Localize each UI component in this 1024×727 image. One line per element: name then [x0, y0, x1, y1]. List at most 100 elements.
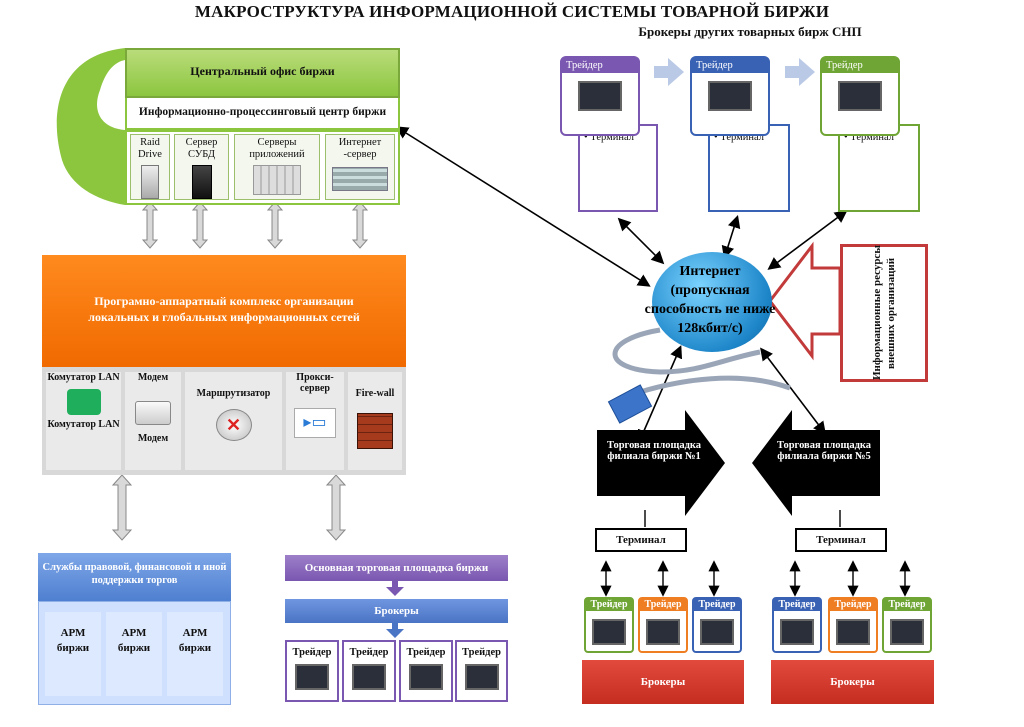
other-broker-trader: Трейдер — [820, 56, 900, 136]
floor-flow-1 — [386, 581, 404, 596]
device-bottom-label: Модем — [137, 433, 169, 444]
terminal-label: • Терминал — [708, 124, 790, 212]
arm-workstation: АРМ биржи — [45, 612, 101, 696]
central-office-title: Центральный офис биржи — [190, 64, 335, 78]
usb-switch-icon — [66, 389, 101, 415]
terminal-label: • Терминал — [838, 124, 920, 212]
trader-label: Трейдер — [640, 599, 686, 611]
main-floor-trader: Трейдер — [285, 640, 339, 702]
other-brokers-title: Брокеры других товарных бирж СНП — [638, 24, 862, 39]
trader-label: Трейдер — [692, 58, 768, 73]
branch1-trader: Трейдер — [584, 597, 634, 653]
server-dbms: Сервер СУБД — [174, 134, 229, 200]
computer-icon — [838, 81, 882, 111]
main-floor-trader: Трейдер — [342, 640, 396, 702]
computer-icon — [578, 81, 622, 111]
arm-workstation: АРМ биржи — [167, 612, 223, 696]
globe-icon — [652, 252, 772, 352]
office-swoosh — [56, 48, 125, 205]
processing-center: Информационно-процессинговый центр биржи — [125, 98, 400, 130]
other-broker-terminal: • Терминал — [578, 124, 658, 212]
computer-icon — [352, 664, 386, 690]
network-complex-label: Програмно-аппаратный комплекс организаци… — [88, 294, 360, 324]
server-blade-icon — [332, 167, 388, 191]
trader-label: Трейдер — [462, 647, 501, 658]
server-internet: Интернет -сервер — [325, 134, 395, 200]
branch1-label: Торговая площадка филиала биржи №1 — [606, 440, 702, 462]
branch5-trader: Трейдер — [882, 597, 932, 653]
link-internet-broker3 — [767, 210, 848, 270]
info-resources-label: Информационные ресурсы внешних организац… — [871, 245, 897, 381]
network-complex: Програмно-аппаратный комплекс организаци… — [42, 255, 406, 367]
device-label: Fire-wall — [355, 388, 395, 399]
device-bottom-label: Комутатор LAN — [47, 419, 120, 430]
trader-label: Трейдер — [774, 599, 820, 611]
link-internet-branch5 — [760, 347, 826, 435]
computer-icon — [700, 619, 734, 645]
office-link-2 — [191, 201, 209, 249]
computer-icon — [646, 619, 680, 645]
office-link-4 — [351, 201, 369, 249]
services-link — [111, 474, 133, 541]
main-floor-trader: Трейдер — [455, 640, 508, 702]
arm-workstation: АРМ биржи — [106, 612, 162, 696]
trader-label: Трейдер — [694, 599, 740, 611]
device-modem: Модем Модем — [125, 372, 181, 470]
link-internet-broker2 — [721, 214, 741, 260]
floor-link — [325, 474, 347, 541]
other-broker-terminal: • Терминал — [708, 124, 790, 212]
broker-flow-1 — [654, 58, 684, 86]
device-router: Маршрутизатор ✕ — [185, 372, 282, 470]
office-link-3 — [266, 201, 284, 249]
branch1-trader: Трейдер — [692, 597, 742, 653]
branch5-brokers: Брокеры — [771, 660, 934, 704]
server-rack-icon — [253, 165, 301, 195]
main-floor-brokers: Брокеры — [285, 599, 508, 623]
computer-icon — [890, 619, 924, 645]
support-services-header: Службы правовой, финансовой и иной подде… — [38, 553, 231, 601]
office-link-1 — [141, 201, 159, 249]
info-resources-arrow — [768, 241, 842, 361]
other-broker-trader: Трейдер — [690, 56, 770, 136]
computer-icon — [780, 619, 814, 645]
trader-label: Трейдер — [884, 599, 930, 611]
network-cable-2 — [639, 375, 791, 395]
main-floor-header: Основная торговая площадка биржи — [285, 555, 508, 581]
broker-flow-2 — [785, 58, 815, 86]
link-internet-branch1 — [637, 345, 683, 443]
server-apps: Серверы приложений — [234, 134, 320, 200]
network-cable — [612, 327, 761, 375]
branch5-label: Торговая площадка филиала биржи №5 — [776, 440, 872, 462]
server-label: Сервер СУБД — [185, 137, 218, 160]
trader-label: Трейдер — [830, 599, 876, 611]
trader-label: Трейдер — [586, 599, 632, 611]
server-label: Raid Drive — [138, 137, 162, 160]
link-internet-office — [395, 126, 651, 287]
server-label: Серверы приложений — [249, 137, 305, 160]
device-proxy: Прокси-сервер ▸▭ — [286, 372, 344, 470]
device-firewall: Fire-wall — [348, 372, 402, 470]
branch1-trader: Трейдер — [638, 597, 688, 653]
other-broker-trader: Трейдер — [560, 56, 640, 136]
info-resources-box — [840, 244, 928, 382]
computer-icon — [592, 619, 626, 645]
trader-label: Трейдер — [349, 647, 389, 658]
device-label: Маршрутизатор — [196, 388, 271, 399]
trader-label: Трейдер — [292, 647, 332, 658]
computer-icon — [836, 619, 870, 645]
branch1-arrow — [597, 410, 725, 516]
modem-icon — [135, 401, 171, 425]
trader-label: Трейдер — [822, 58, 898, 73]
diagram-title: МАКРОСТРУКТУРА ИНФОРМАЦИОННОЙ СИСТЕМЫ ТО… — [194, 2, 830, 21]
main-floor-trader: Трейдер — [399, 640, 453, 702]
router-icon: ✕ — [215, 409, 252, 441]
branch5-terminal: Терминал — [795, 528, 887, 552]
branch1-terminal: Терминал — [595, 528, 687, 552]
raid-drive-icon — [141, 165, 159, 199]
computer-icon — [464, 664, 499, 690]
computer-icon — [295, 664, 329, 690]
floor-flow-2 — [386, 623, 404, 638]
computer-icon — [708, 81, 752, 111]
device-lan-switch: Комутатор LAN Комутатор LAN — [46, 372, 121, 470]
